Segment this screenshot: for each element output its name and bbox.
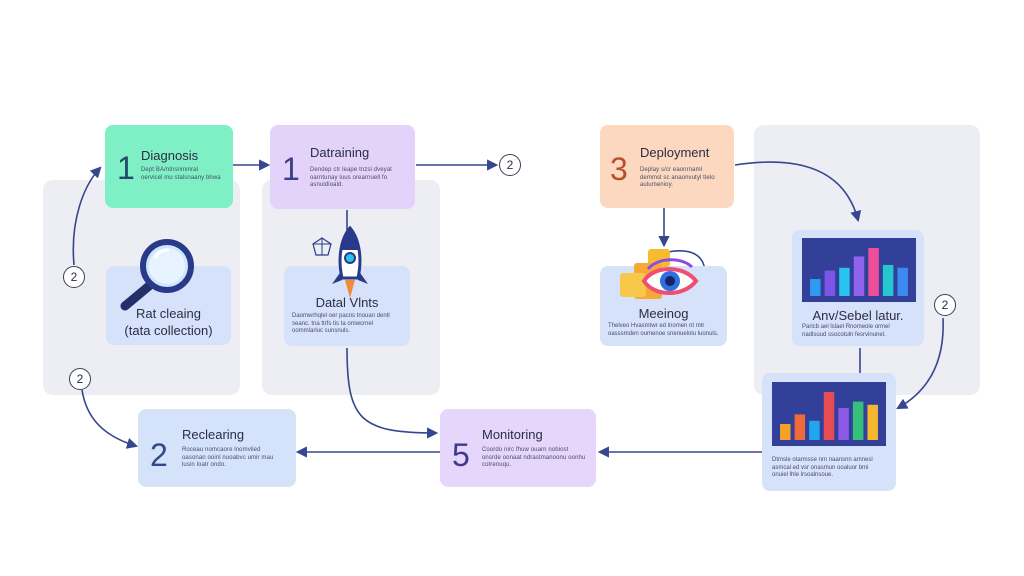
card-monitoring-desc: Coordo nirc fhuw ouarn nobiost onsrde oo… (482, 447, 586, 468)
subcard-meeting-title: Meeinog (638, 306, 689, 321)
subcard-meeting[interactable]: Meeinog Thelveo Hvasmtwr ed lnomen nt mt… (600, 266, 727, 346)
card-monitoring-number: 5 (452, 437, 470, 473)
card-datatraining[interactable]: 1 Datraining Dendep ctr leape tnzsl dvey… (270, 125, 415, 209)
subcard-analysis-lature-title: Anv/Sebel latur. (812, 308, 904, 323)
card-deployment-desc: Deplay s/cr eaonrnaml demmsl sc anaonvut… (640, 167, 715, 188)
bar-chart-top-bar (839, 267, 850, 296)
subcard-meeting-desc: Thelveo Hvasmtwr ed lnomen nt mtr oasssm… (608, 323, 719, 337)
arrow-deployment-to-right (734, 161, 862, 223)
rocket-icon (332, 226, 368, 298)
atom-icon (312, 237, 332, 256)
bar-chart-top-bar (882, 264, 894, 296)
card-reclearing-desc: Roceau nomcaore lnomvlied oasonan ooinl … (182, 447, 274, 468)
card-monitoring-title: Monitoring (482, 427, 543, 442)
subcard-data-cleaning-title-line1: Rat cleaing (135, 306, 202, 321)
card-deployment[interactable]: 3 Deployment Deplay s/cr eaonrnaml demms… (600, 125, 734, 208)
badge-top-right: 2 (499, 154, 521, 176)
subcard-analysis-lature-desc: Paricb ael lslael Rnomeole ormel nadlsuu… (802, 324, 890, 338)
bar-chart-top-bar (868, 248, 879, 296)
bar-chart-bottom-bar (867, 404, 878, 440)
card-diagnosis-title: Diagnosis (141, 148, 199, 163)
subcard-data-cleaning-title-line2: (tata collection) (124, 323, 213, 338)
bar-chart-top-bar (853, 256, 865, 296)
card-reclearing-title: Reclearing (182, 427, 245, 442)
card-datatraining-desc: Dendep ctr leape tnzsl dveyat oarntunay … (310, 167, 392, 188)
subcard-chart-2-desc: Dtmsle otarmsse nm naansnn amnesl asmcal… (772, 457, 873, 478)
card-deployment-number: 3 (610, 151, 628, 187)
subcard-data-vints-title: Datal Vlnts (315, 295, 379, 310)
bar-chart-top-bar (897, 267, 908, 296)
card-datatraining-title: Datraining (310, 145, 370, 160)
bar-chart-top-bar (824, 270, 836, 296)
card-reclearing[interactable]: 2 Reclearing Roceau nomcaore lnomvlied o… (138, 409, 296, 487)
arrow-badge-right-down (896, 317, 944, 410)
bar-chart-bottom-bar (852, 401, 864, 440)
bar-chart-top-bar (810, 279, 821, 296)
arrow-vints-to-monitoring (346, 347, 439, 439)
arrow-left-up (72, 166, 102, 266)
card-diagnosis-number: 1 (117, 150, 135, 186)
badge-left-mid: 2 (63, 266, 85, 288)
bar-chart-top (802, 238, 916, 302)
bar-chart-bottom-bar (794, 414, 806, 440)
eye-icon (620, 249, 699, 299)
card-reclearing-number: 2 (150, 437, 168, 473)
magnifier-icon (120, 239, 194, 311)
card-datatraining-number: 1 (282, 151, 300, 187)
bar-chart-bottom-bar (823, 392, 835, 440)
badge-right: 2 (934, 294, 956, 316)
card-diagnosis-desc: Dept BA/ntnsnmmral oervicel mu stalsnaan… (141, 167, 221, 181)
bar-chart-bottom-bar (838, 408, 849, 440)
subcard-data-vints-desc: Daomwrhqlel oer pacns tnouan dentl seanc… (292, 313, 390, 334)
bar-chart-bottom (772, 382, 886, 446)
arrow-bottom-left (81, 389, 139, 449)
bar-chart-bottom-bar (780, 424, 791, 440)
badge-left-bottom: 2 (69, 368, 91, 390)
card-diagnosis[interactable]: 1 Diagnosis Dept BA/ntnsnmmral oervicel … (105, 125, 233, 208)
card-deployment-title: Deployment (640, 145, 710, 160)
bar-chart-bottom-bar (809, 420, 820, 440)
card-monitoring[interactable]: 5 Monitoring Coordo nirc fhuw ouarn nobi… (440, 409, 596, 487)
